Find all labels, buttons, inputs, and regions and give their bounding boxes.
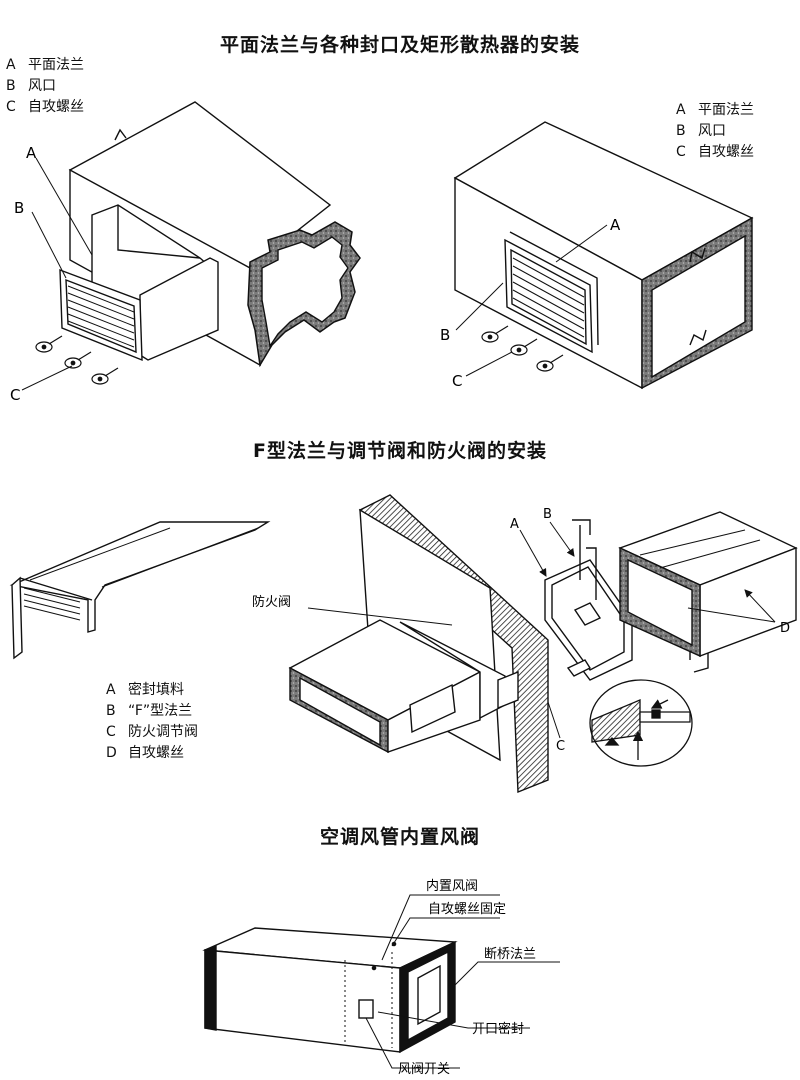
right-duct-opening: [651, 234, 746, 379]
valve-block: [497, 670, 519, 710]
exploded-parts: [544, 519, 709, 681]
damper-duct: [618, 511, 798, 658]
damper-switch-box: [358, 999, 374, 1019]
duct3-left-flange: [204, 945, 217, 1031]
right-duct-assembly: [453, 121, 754, 390]
callout-c-s2: C: [556, 739, 565, 754]
right-duct-notch: [689, 247, 706, 263]
flange-collar: [399, 621, 506, 720]
label-damper-switch: 风阀开关: [398, 1062, 450, 1077]
label-screw-fixed: 自攻螺丝固定: [428, 902, 506, 917]
damper-duct-opening: [627, 558, 693, 647]
section2-title: F型法兰与调节阀和防火阀的安装: [253, 440, 547, 462]
left-duct-assembly: [59, 101, 361, 368]
grille-louvers: [67, 285, 135, 348]
f-flange-profile: [9, 521, 271, 660]
callout-d-s2: D: [780, 621, 790, 636]
f-flange-left-leg: [11, 576, 23, 660]
fire-valve-duct: [288, 619, 519, 754]
callout-c-right: C: [452, 372, 462, 390]
right-flange-edge: [509, 231, 599, 346]
label-opening-seal: 开口密封: [472, 1021, 524, 1037]
detail-flange: [639, 711, 691, 723]
callout-a-left: A: [26, 144, 37, 162]
screws-left: [35, 335, 119, 385]
direction-arrow-icon: [566, 659, 592, 677]
right-duct-notch-2: [689, 329, 707, 346]
sealant-lines: [23, 587, 81, 621]
detail-triangle-icon: [604, 737, 620, 746]
right-grille-louvers: [512, 257, 585, 338]
detail-callout: [589, 679, 693, 767]
callout-lines-left: [21, 157, 93, 391]
label-inner-damper: 内置风阀: [426, 878, 478, 894]
callout-a-s2: A: [510, 517, 519, 532]
f-flange-b: [572, 519, 591, 580]
f-flange-top: [9, 521, 271, 633]
callout-lines-right: [455, 224, 608, 377]
callout-b-right: B: [440, 326, 450, 344]
legend-item: B“F”型法兰: [106, 703, 193, 719]
callout-b-left: B: [14, 199, 24, 217]
gasket-inner: [551, 566, 625, 671]
gasket-notch: [573, 602, 602, 626]
label-thermal-break-flange: 断桥法兰: [484, 947, 536, 962]
callout-a-right: A: [610, 216, 621, 234]
detail-seal: [651, 709, 661, 719]
right-grille-inner: [510, 248, 587, 346]
section1-title: 平面法兰与各种封口及矩形散热器的安装: [219, 34, 580, 56]
duct3-inner: [417, 964, 441, 1026]
f-flange-b-2: [586, 547, 597, 600]
callout-b-s2: B: [543, 507, 552, 522]
sealant-gasket: [544, 559, 633, 681]
callout-lines-section2: [307, 521, 776, 739]
section3-title: 空调风管内置风阀: [319, 826, 480, 848]
callout-lines-section3: [365, 894, 560, 1069]
inner-damper-duct: [202, 927, 458, 1054]
top-notch: [114, 128, 127, 141]
duct-opening: [299, 676, 381, 747]
screws-right: [481, 325, 564, 372]
fire-valve-label: 防火阀: [252, 594, 291, 610]
left-duct-opening: [261, 236, 349, 348]
damper-handle-plate: [409, 683, 456, 734]
callout-c-left: C: [10, 386, 20, 404]
plenum-edge: [117, 205, 201, 259]
